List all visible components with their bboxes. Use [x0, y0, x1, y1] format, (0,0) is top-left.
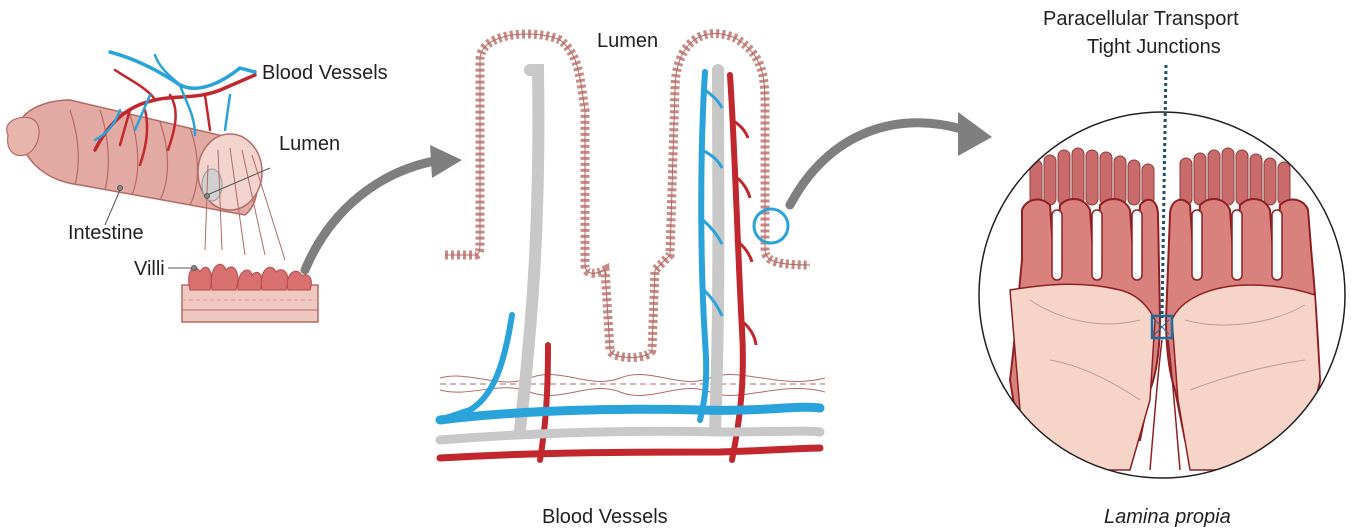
villus-illustration [440, 34, 825, 460]
arrow-to-villus-head [430, 145, 462, 178]
label-blood-vessels-bottom: Blood Vessels [542, 506, 668, 528]
tight-junction-highlight [754, 209, 788, 243]
label-villi: Villi [134, 258, 165, 280]
label-intestine: Intestine [68, 222, 144, 244]
magnified-view [975, 65, 1351, 500]
label-blood-vessels-top: Blood Vessels [262, 62, 388, 84]
label-lamina-propia: Lamina propia [1104, 506, 1231, 528]
base-vein [440, 407, 820, 420]
arrow-to-villus [305, 160, 440, 270]
label-lumen-left: Lumen [279, 133, 340, 155]
left-artery [540, 345, 548, 460]
arrow-to-junction [790, 123, 965, 205]
base-lymph [440, 431, 820, 440]
label-paracellular-transport: Paracellular Transport [1043, 8, 1239, 30]
label-lumen-middle: Lumen [597, 30, 658, 52]
right-lacteal [715, 70, 718, 430]
base-artery [440, 448, 820, 458]
intestine-leader [105, 190, 120, 225]
epithelium-outline [445, 34, 810, 358]
label-tight-junctions: Tight Junctions [1087, 36, 1221, 58]
villi-section [182, 285, 318, 322]
intestine-illustration [7, 52, 318, 322]
right-vein [700, 72, 706, 420]
arrow-to-junction-head [958, 112, 992, 156]
left-vein [440, 315, 512, 420]
right-artery [730, 75, 743, 460]
